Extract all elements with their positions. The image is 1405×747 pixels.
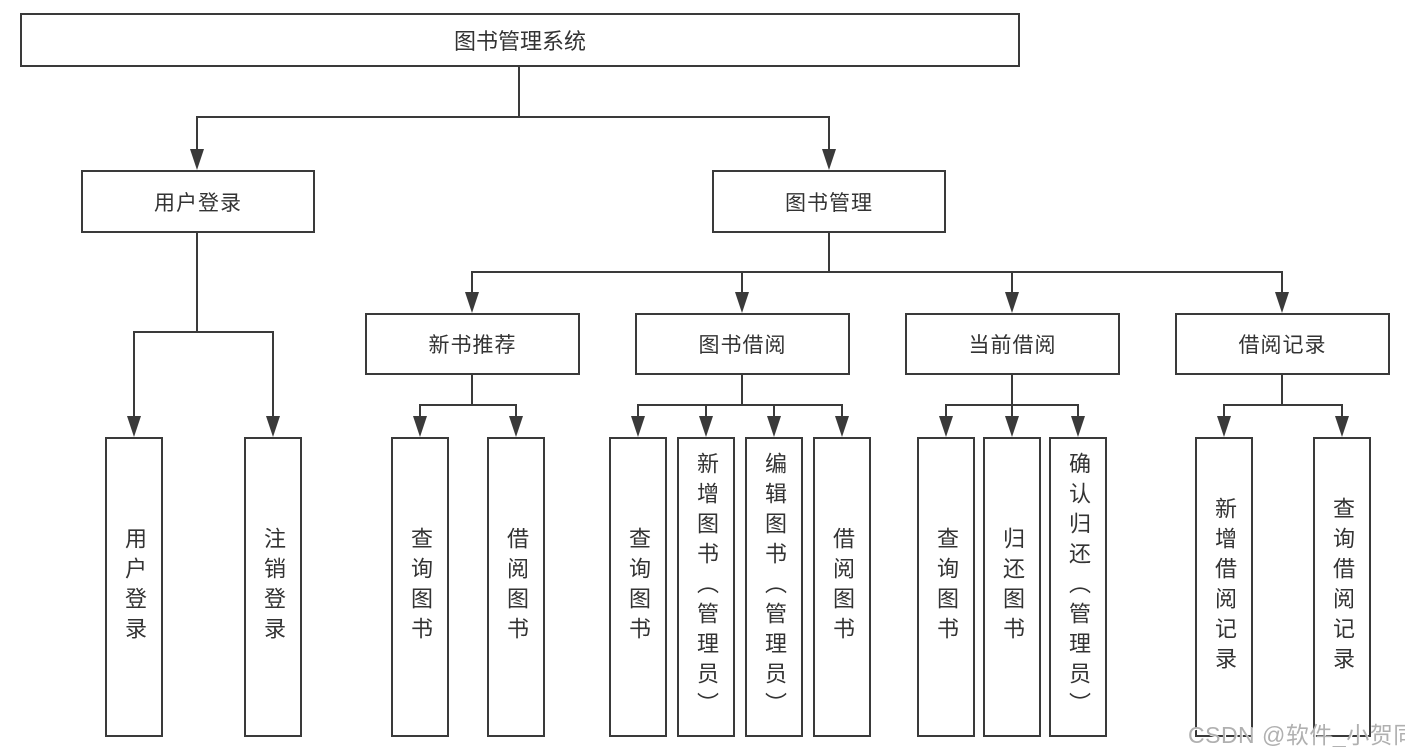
arrowhead-group1: [465, 292, 479, 313]
node-confirm-return-admin: 确认归还（管理员）: [1049, 437, 1107, 737]
arrowhead-g3-leaf2: [1005, 416, 1019, 437]
node-query-borrow-record: 查询借阅记录: [1313, 437, 1371, 737]
connector-g3-stub: [1011, 375, 1013, 406]
node-label: 查询图书: [408, 527, 433, 647]
node-label: 归还图书: [1000, 527, 1025, 647]
connector-g4-hline: [1223, 404, 1343, 406]
node-label: 新书推荐: [428, 334, 517, 357]
node-current-borrow: 当前借阅: [905, 313, 1120, 375]
arrowhead-user-leaf2: [266, 416, 280, 437]
connector-user-leaf2-vline: [272, 331, 274, 417]
arrowhead-g2-leaf4: [835, 416, 849, 437]
arrowhead-g3-leaf3: [1071, 416, 1085, 437]
arrowhead-g1-leaf1: [413, 416, 427, 437]
arrowhead-g4-leaf2: [1335, 416, 1349, 437]
arrowhead-user-branch: [190, 149, 204, 170]
node-borrow-book-g2: 借阅图书: [813, 437, 871, 737]
connector-g1-stub: [471, 375, 473, 406]
node-label: 借阅图书: [830, 527, 855, 647]
connector-book-vline: [828, 116, 830, 152]
node-return-book: 归还图书: [983, 437, 1041, 737]
arrowhead-g2-leaf1: [631, 416, 645, 437]
node-label: 新增借阅记录: [1212, 497, 1237, 677]
arrowhead-book-branch: [822, 149, 836, 170]
node-label: 图书管理: [785, 191, 873, 215]
node-label: 查询借阅记录: [1330, 497, 1355, 677]
node-label: 查询图书: [626, 527, 651, 647]
node-new-book-recommend: 新书推荐: [365, 313, 580, 375]
node-add-borrow-record: 新增借阅记录: [1195, 437, 1253, 737]
connector-g2-hline: [637, 404, 843, 406]
node-label: 编辑图书（管理员）: [762, 452, 787, 722]
connector-g2-leaf4-vline: [841, 404, 843, 418]
connector-g1-leaf1-vline: [419, 404, 421, 418]
arrowhead-g1-leaf2: [509, 416, 523, 437]
connector-g3-leaf1-vline: [945, 404, 947, 418]
connector-user-vline: [196, 116, 198, 152]
node-user-login: 用户登录: [105, 437, 163, 737]
connector-book-hline: [471, 271, 1283, 273]
node-root-system: 图书管理系统: [20, 13, 1020, 67]
node-logout: 注销登录: [244, 437, 302, 737]
node-label: 注销登录: [261, 527, 286, 647]
connector-g3-leaf3-vline: [1077, 404, 1079, 418]
arrowhead-g4-leaf1: [1217, 416, 1231, 437]
arrowhead-group3: [1005, 292, 1019, 313]
node-label: 用户登录: [122, 527, 147, 647]
arrowhead-g3-leaf1: [939, 416, 953, 437]
node-label: 确认归还（管理员）: [1066, 452, 1091, 722]
arrowhead-group2: [735, 292, 749, 313]
connector-g2-leaf1-vline: [637, 404, 639, 418]
arrowhead-g2-leaf3: [767, 416, 781, 437]
node-edit-book-admin: 编辑图书（管理员）: [745, 437, 803, 737]
connector-g1-leaf2-vline: [515, 404, 517, 418]
node-label: 新增图书（管理员）: [694, 452, 719, 722]
connector-g2-stub: [741, 375, 743, 406]
connector-book-stub: [828, 233, 830, 273]
connector-g4-leaf2-vline: [1341, 404, 1343, 418]
connector-g1-hline: [419, 404, 517, 406]
node-label: 图书借阅: [698, 334, 787, 357]
arrowhead-group4: [1275, 292, 1289, 313]
arrowhead-g2-leaf2: [699, 416, 713, 437]
connector-group1-vline: [471, 271, 473, 293]
connector-group2-vline: [741, 271, 743, 293]
connector-g4-stub: [1281, 375, 1283, 406]
connector-g2-leaf2-vline: [705, 404, 707, 418]
connector-g2-leaf3-vline: [773, 404, 775, 418]
node-borrow-records: 借阅记录: [1175, 313, 1390, 375]
connector-user-stub: [196, 233, 198, 333]
node-book-borrow: 图书借阅: [635, 313, 850, 375]
node-label: 当前借阅: [968, 334, 1057, 357]
connector-root-hline: [196, 116, 830, 118]
node-label: 图书管理系统: [453, 29, 586, 54]
node-user-login-branch: 用户登录: [81, 170, 315, 233]
arrowhead-user-leaf1: [127, 416, 141, 437]
connector-g3-leaf2-vline: [1011, 404, 1013, 418]
node-borrow-book-g1: 借阅图书: [487, 437, 545, 737]
csdn-watermark: CSDN @软件_小贺同学: [1188, 722, 1405, 747]
node-label: 用户登录: [154, 191, 242, 215]
connector-group3-vline: [1011, 271, 1013, 293]
node-add-book-admin: 新增图书（管理员）: [677, 437, 735, 737]
connector-root-stub: [518, 67, 520, 118]
node-book-management-branch: 图书管理: [712, 170, 946, 233]
connector-user-hline: [133, 331, 274, 333]
node-label: 借阅图书: [504, 527, 529, 647]
node-query-book-g3: 查询图书: [917, 437, 975, 737]
node-query-book-g2: 查询图书: [609, 437, 667, 737]
node-label: 查询图书: [934, 527, 959, 647]
connector-user-leaf1-vline: [133, 331, 135, 417]
connector-group4-vline: [1281, 271, 1283, 293]
node-query-book-g1: 查询图书: [391, 437, 449, 737]
node-label: 借阅记录: [1238, 334, 1327, 357]
connector-g4-leaf1-vline: [1223, 404, 1225, 418]
